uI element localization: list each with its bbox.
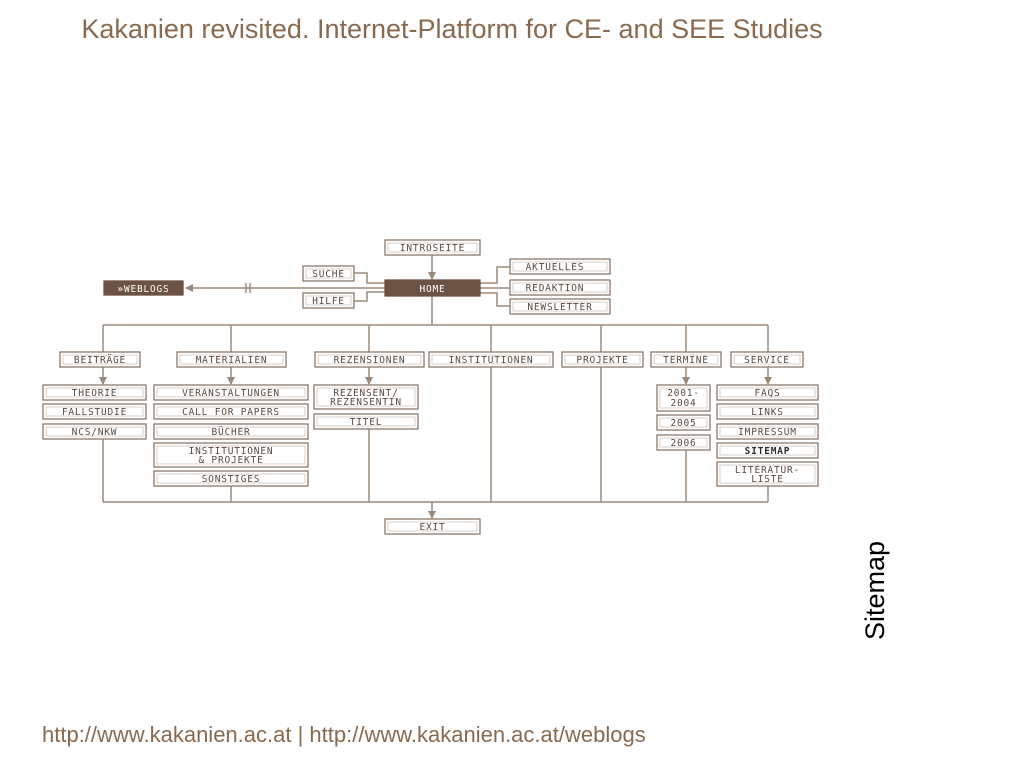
section-materialien-label: MATERIALIEN [196,355,268,366]
footer-links: http://www.kakanien.ac.at | http://www.k… [42,722,646,747]
nav-newsletter-label: NEWSLETTER [527,302,592,313]
nav-exit-label: EXIT [419,522,445,533]
section-rezensionen[interactable]: REZENSIONEN [314,351,425,368]
nav-aktuelles-label: AKTUELLES [526,262,585,273]
item-literaturliste[interactable]: LITERATUR- LISTE [716,461,819,487]
nav-introseite[interactable]: INTROSEITE [384,239,481,256]
item-faqs[interactable]: FAQS [716,384,819,401]
item-links[interactable]: LINKS [716,403,819,420]
item-institutionen-projekte-line2: & PROJEKTE [198,455,263,466]
nav-aktuelles[interactable]: AKTUELLES [509,258,611,275]
item-call-for-papers-label: CALL FOR PAPERS [182,407,280,418]
nav-home[interactable]: HOME [384,279,481,297]
item-literaturliste-line2: LISTE [751,474,784,485]
nav-newsletter[interactable]: NEWSLETTER [509,298,611,315]
section-termine-label: TERMINE [663,355,709,366]
nav-home-label: HOME [419,284,445,295]
item-buecher-label: BÜCHER [211,427,250,438]
item-fallstudie-label: FALLSTUDIE [62,407,127,418]
section-materialien[interactable]: MATERIALIEN [176,351,287,368]
home-to-newsletter [480,292,510,307]
section-projekte-label: PROJEKTE [576,355,628,366]
nav-introseite-label: INTROSEITE [400,243,465,254]
nav-exit[interactable]: EXIT [384,518,481,535]
item-sitemap[interactable]: SITEMAP [716,442,819,459]
item-sonstiges[interactable]: SONSTIGES [153,470,309,487]
home-to-aktuelles [480,266,510,284]
item-buecher[interactable]: BÜCHER [153,423,309,440]
item-veranstaltungen[interactable]: VERANSTALTUNGEN [153,384,309,401]
nav-suche-label: SUCHE [312,269,345,280]
section-projekte[interactable]: PROJEKTE [561,351,644,368]
item-2001-2004-line2: 2004 [670,398,696,409]
nav-hilfe-label: HILFE [312,296,345,307]
item-2005-label: 2005 [670,418,696,429]
item-2006-label: 2006 [670,438,696,449]
item-rezensent-line2: REZENSENTIN [330,397,402,408]
item-veranstaltungen-label: VERANSTALTUNGEN [182,388,280,399]
nav-weblogs[interactable]: »WEBLOGS [103,280,184,296]
item-theorie[interactable]: THEORIE [42,384,147,401]
nav-hilfe[interactable]: HILFE [302,292,355,309]
slide-title: Kakanien revisited. Internet-Platform fo… [81,14,823,44]
item-faqs-label: FAQS [754,388,780,399]
item-call-for-papers[interactable]: CALL FOR PAPERS [153,403,309,420]
section-termine[interactable]: TERMINE [650,351,722,368]
item-links-label: LINKS [751,407,784,418]
item-sonstiges-label: SONSTIGES [202,474,261,485]
section-beitraege[interactable]: BEITRÄGE [59,351,141,368]
nav-redaktion[interactable]: REDAKTION [509,279,611,296]
item-fallstudie[interactable]: FALLSTUDIE [42,403,147,420]
item-impressum-label: IMPRESSUM [738,427,797,438]
item-rezensent[interactable]: REZENSENT/ REZENSENTIN [313,384,419,410]
nav-redaktion-label: REDAKTION [526,283,585,294]
item-institutionen-projekte[interactable]: INSTITUTIONEN & PROJEKTE [153,442,309,468]
item-2005[interactable]: 2005 [656,414,711,431]
item-ncs-nkw[interactable]: NCS/NKW [42,423,147,440]
section-rezensionen-label: REZENSIONEN [334,355,406,366]
item-2001-2004-line1: 2001- [667,388,700,399]
hilfe-to-home [354,291,385,302]
item-theorie-label: THEORIE [72,388,118,399]
section-service[interactable]: SERVICE [730,351,804,368]
item-2001-2004[interactable]: 2001- 2004 [656,384,711,412]
section-service-label: SERVICE [744,355,790,366]
item-2006[interactable]: 2006 [656,434,711,451]
item-titel-label: TITEL [350,417,383,428]
sitemap-side-label: Sitemap [860,540,890,640]
item-ncs-nkw-label: NCS/NKW [72,427,118,438]
item-rezensent-line1: REZENSENT/ [333,388,398,399]
section-institutionen-label: INSTITUTIONEN [449,355,534,366]
item-sitemap-label: SITEMAP [745,446,791,457]
suche-to-home [354,272,385,284]
item-titel[interactable]: TITEL [313,413,419,430]
item-impressum[interactable]: IMPRESSUM [716,423,819,440]
nav-weblogs-label: »WEBLOGS [117,284,169,295]
section-beitraege-label: BEITRÄGE [74,355,126,366]
nav-suche[interactable]: SUCHE [302,265,355,282]
item-institutionen-projekte-line1: INSTITUTIONEN [189,446,274,457]
item-literaturliste-line1: LITERATUR- [735,465,800,476]
section-institutionen[interactable]: INSTITUTIONEN [428,351,554,368]
